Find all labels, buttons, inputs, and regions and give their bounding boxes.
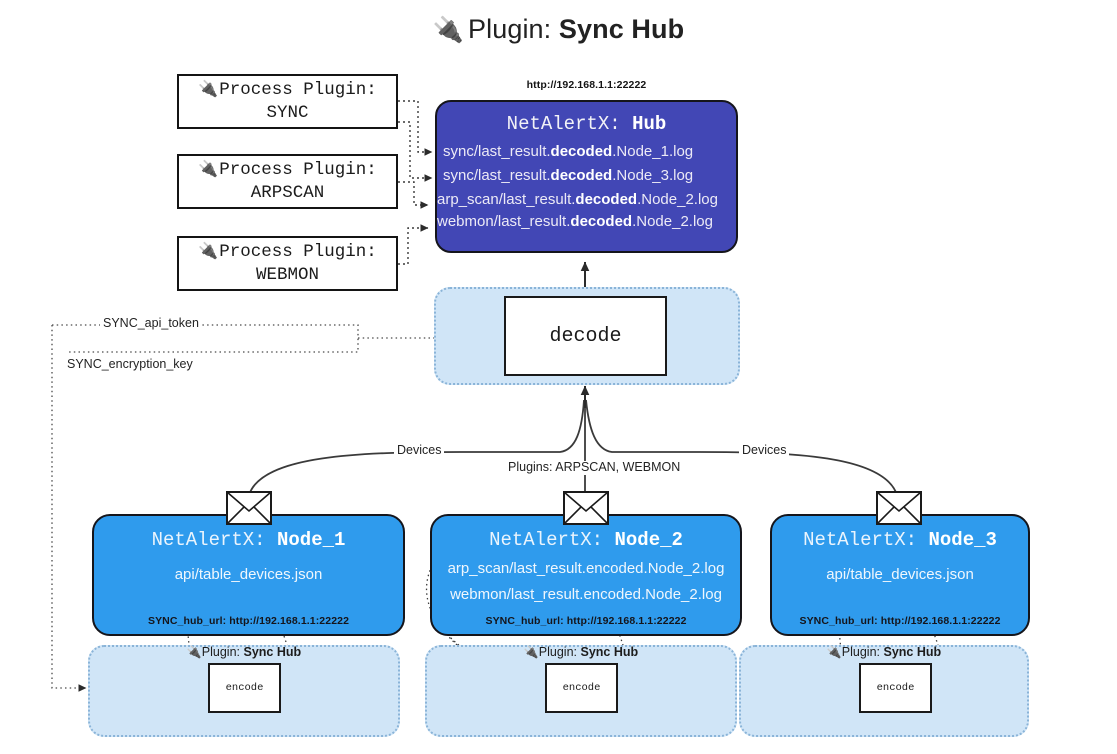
node-2-line-2: webmon/last_result.encoded.Node_2.log xyxy=(450,586,722,603)
encode-box-3[interactable]: encode xyxy=(859,663,932,713)
process-plugin-sync-line2: SYNC xyxy=(266,103,309,123)
edge-node2-body-to-encoder xyxy=(425,565,533,687)
process-plugin-arpscan[interactable]: 🔌Process Plugin: ARPSCAN xyxy=(177,154,398,209)
node-1-line-1: api/table_devices.json xyxy=(174,566,323,583)
process-plugin-webmon-line1: 🔌Process Plugin: xyxy=(198,240,377,262)
encoder-2-caption: 🔌Plugin: Sync Hub xyxy=(523,645,639,659)
page-title-prefix: Plugin: xyxy=(468,14,552,44)
plug-icon: 🔌 xyxy=(523,645,539,659)
node-1-title: NetAlertX: Node_1 xyxy=(151,529,346,551)
encoder-3-caption: 🔌Plugin: Sync Hub xyxy=(826,645,942,659)
process-plugin-webmon-line2: WEBMON xyxy=(255,265,319,285)
hub-url: http://192.168.1.1:22222 xyxy=(526,79,647,91)
node-1[interactable]: NetAlertX: Node_1 api/table_devices.json… xyxy=(92,514,405,636)
node-2-line-1: arp_scan/last_result.encoded.Node_2.log xyxy=(447,560,725,577)
encoder-1-caption: 🔌Plugin: Sync Hub xyxy=(186,645,302,659)
hub-file-2: sync/last_result.decoded.Node_3.log xyxy=(443,167,694,184)
edge-sync-plugin-to-hub xyxy=(398,100,433,156)
node-2-footer: SYNC_hub_url: http://192.168.1.1:22222 xyxy=(485,615,687,627)
process-plugin-arpscan-line1: 🔌Process Plugin: xyxy=(198,158,377,180)
node-3-line-1: api/table_devices.json xyxy=(826,566,974,583)
plug-icon: 🔌 xyxy=(186,645,202,659)
label-sync-api-token: SYNC_api_token xyxy=(100,316,202,331)
hub-file-1: sync/last_result.decoded.Node_1.log xyxy=(443,143,694,160)
edge-webmon-plugin-to-hub xyxy=(398,224,429,265)
hub-file-3: arp_scan/last_result.decoded.Node_2.log xyxy=(437,191,718,208)
edge-arpscan-plugin-to-hub xyxy=(398,181,429,209)
process-plugin-sync[interactable]: 🔌Process Plugin: SYNC xyxy=(177,74,398,129)
node-2[interactable]: NetAlertX: Node_2 arp_scan/last_result.e… xyxy=(430,514,742,636)
edge-secrets-bracket xyxy=(52,324,359,353)
node-3-title: NetAlertX: Node_3 xyxy=(803,529,997,551)
node-3-footer: SYNC_hub_url: http://192.168.1.1:22222 xyxy=(799,615,1001,627)
process-plugin-sync-line1: 🔌Process Plugin: xyxy=(198,78,377,100)
node-3[interactable]: NetAlertX: Node_3 api/table_devices.json… xyxy=(770,514,1030,636)
edge-node3-to-decode xyxy=(585,399,898,496)
hub-title: NetAlertX: Hub xyxy=(506,113,667,135)
edge-secrets-to-encoder-1 xyxy=(51,325,87,692)
process-plugin-arpscan-line2: ARPSCAN xyxy=(250,183,325,203)
page-title: 🔌Plugin: Sync Hub xyxy=(0,14,1117,45)
label-devices-left: Devices xyxy=(394,443,445,458)
process-plugin-webmon[interactable]: 🔌Process Plugin: WEBMON xyxy=(177,236,398,291)
hub-node[interactable]: NetAlertX: Hub sync/last_result.decoded.… xyxy=(435,100,738,253)
plug-icon: 🔌 xyxy=(432,16,465,44)
decode-box[interactable]: decode xyxy=(504,296,667,376)
label-sync-encryption-key: SYNC_encryption_key xyxy=(64,357,196,372)
encode-box-1[interactable]: encode xyxy=(208,663,281,713)
encode-box-2[interactable]: encode xyxy=(545,663,618,713)
plug-icon: 🔌 xyxy=(198,240,219,260)
node-2-title: NetAlertX: Node_2 xyxy=(489,529,683,551)
plug-icon: 🔌 xyxy=(198,78,219,98)
edge-sync-plugin-to-hub-2 xyxy=(398,121,433,182)
plug-icon: 🔌 xyxy=(198,158,219,178)
label-plugins-center: Plugins: ARPSCAN, WEBMON xyxy=(505,460,684,475)
node-1-footer: SYNC_hub_url: http://192.168.1.1:22222 xyxy=(147,615,350,627)
hub-file-4: webmon/last_result.decoded.Node_2.log xyxy=(437,213,713,230)
page-title-name: Sync Hub xyxy=(558,14,685,44)
plug-icon: 🔌 xyxy=(826,645,842,659)
label-devices-right: Devices xyxy=(739,443,790,458)
